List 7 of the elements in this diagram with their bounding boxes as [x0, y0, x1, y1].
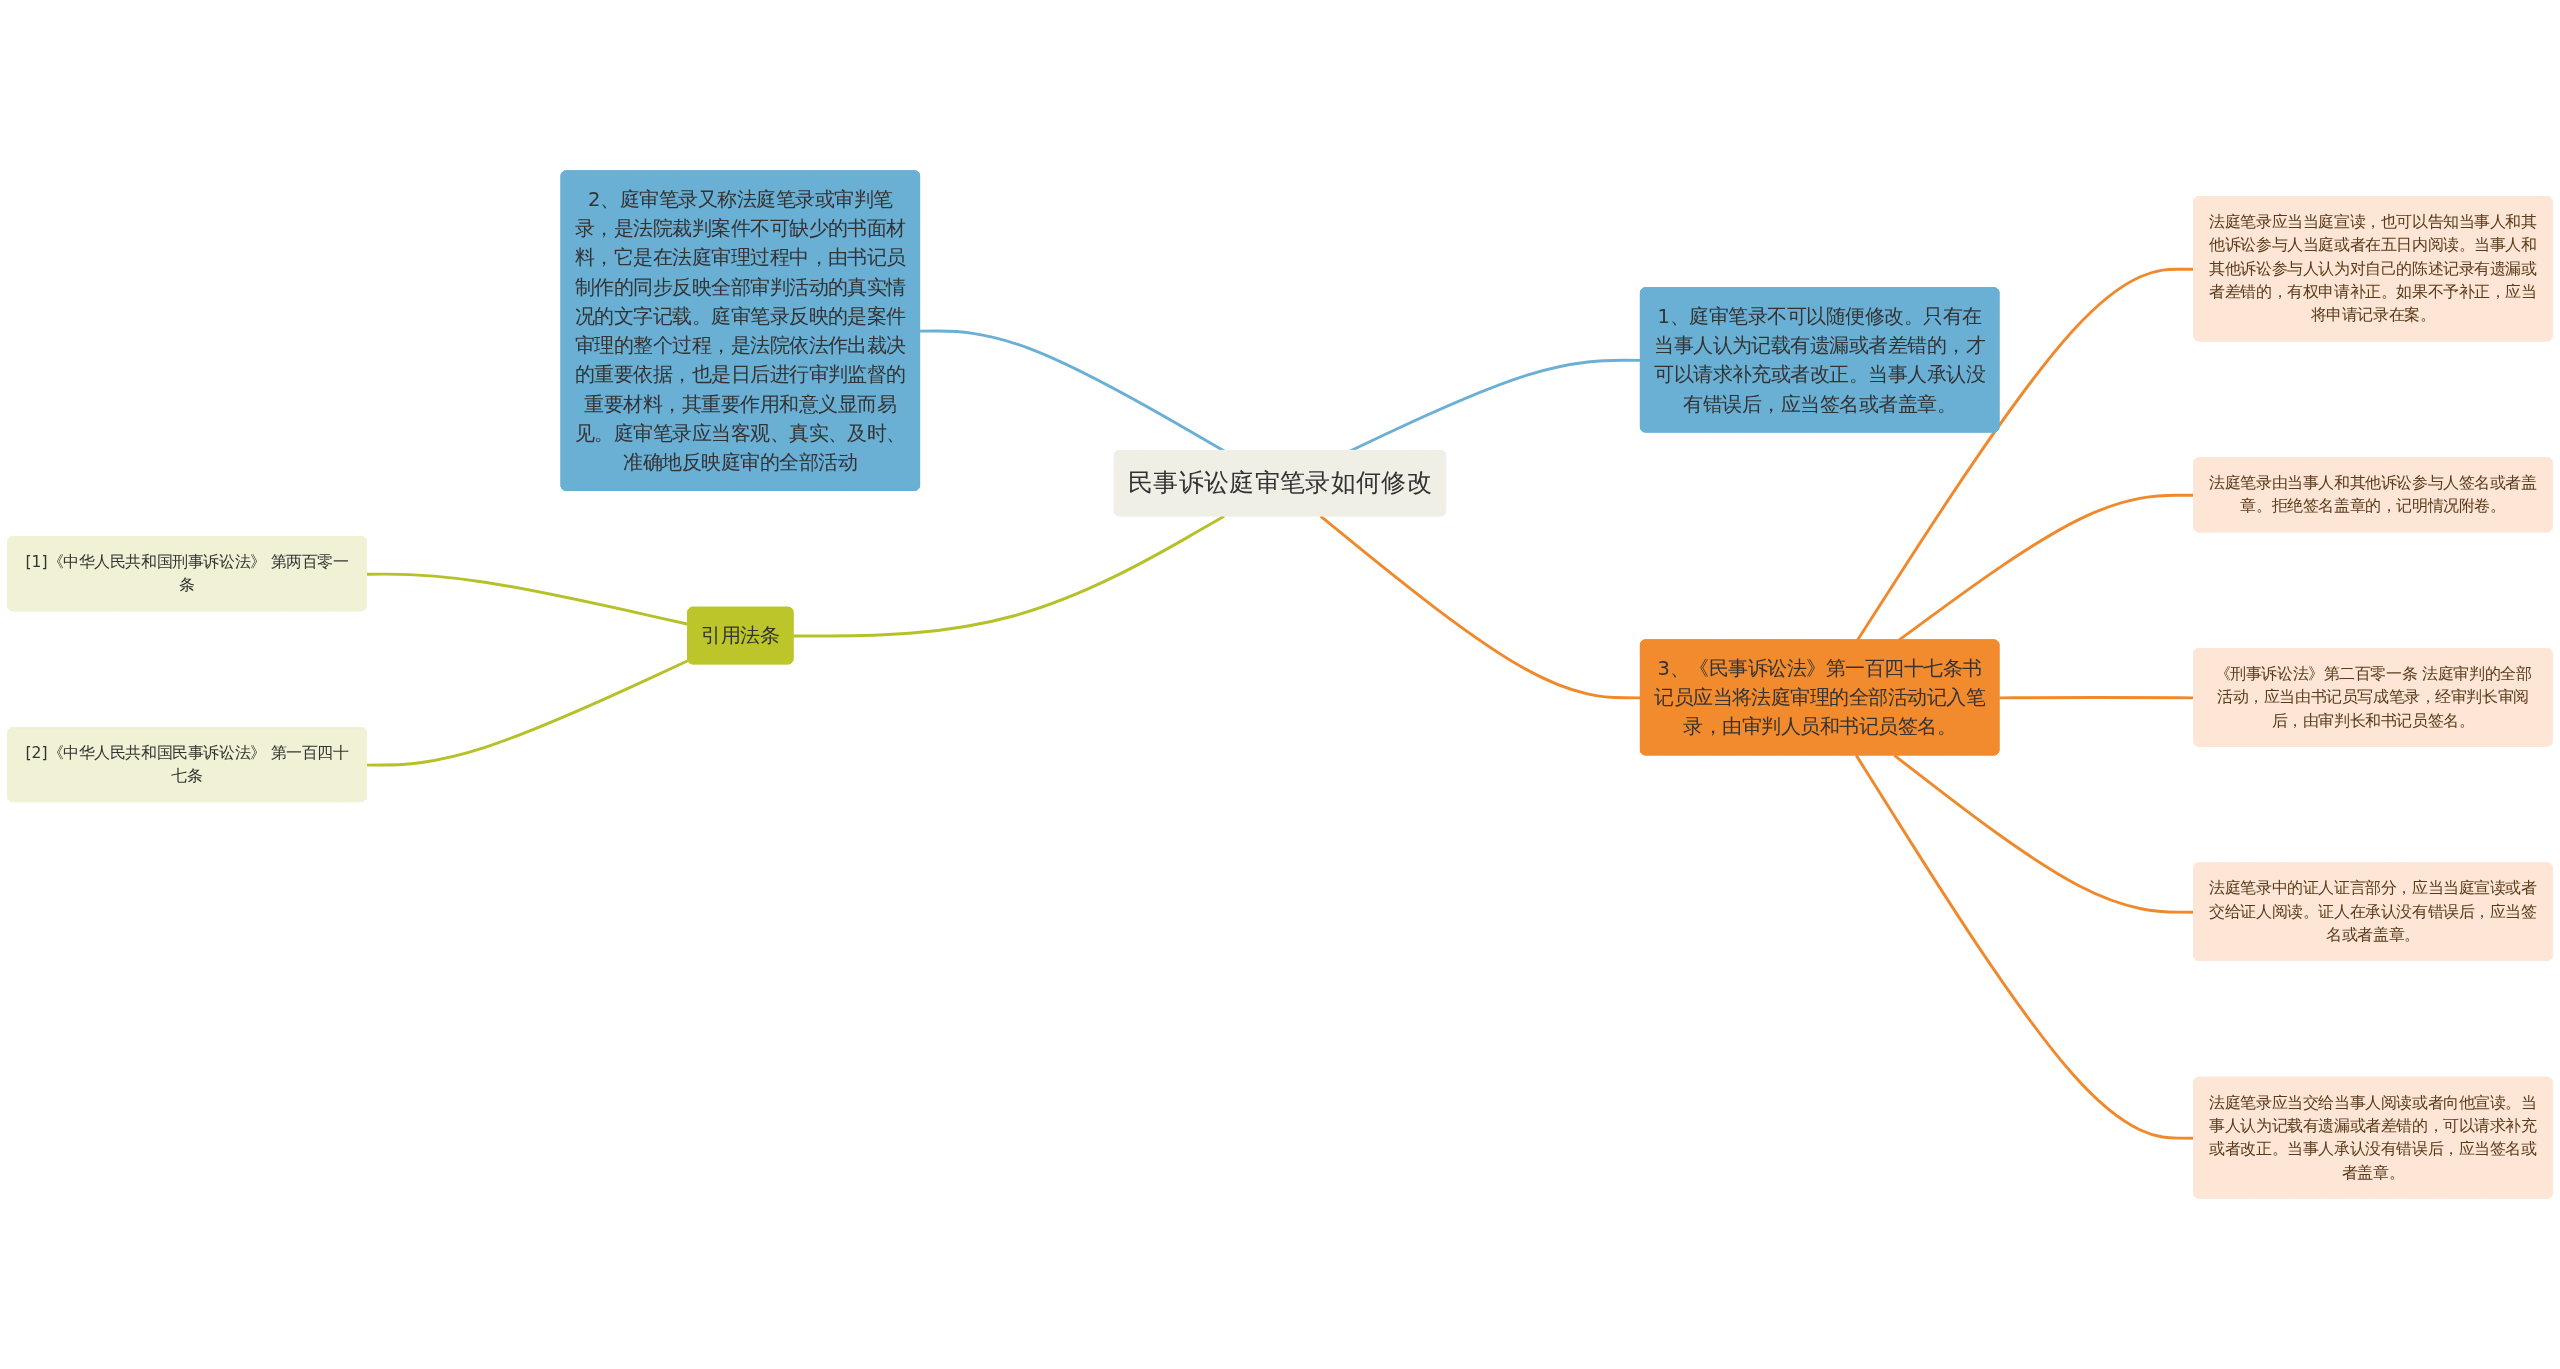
connector — [1855, 754, 2195, 1140]
connector — [366, 572, 689, 626]
connector — [793, 514, 1225, 638]
connector — [1999, 696, 2195, 700]
connector — [366, 659, 689, 767]
connector — [1893, 754, 2195, 914]
connector — [1319, 515, 1641, 700]
